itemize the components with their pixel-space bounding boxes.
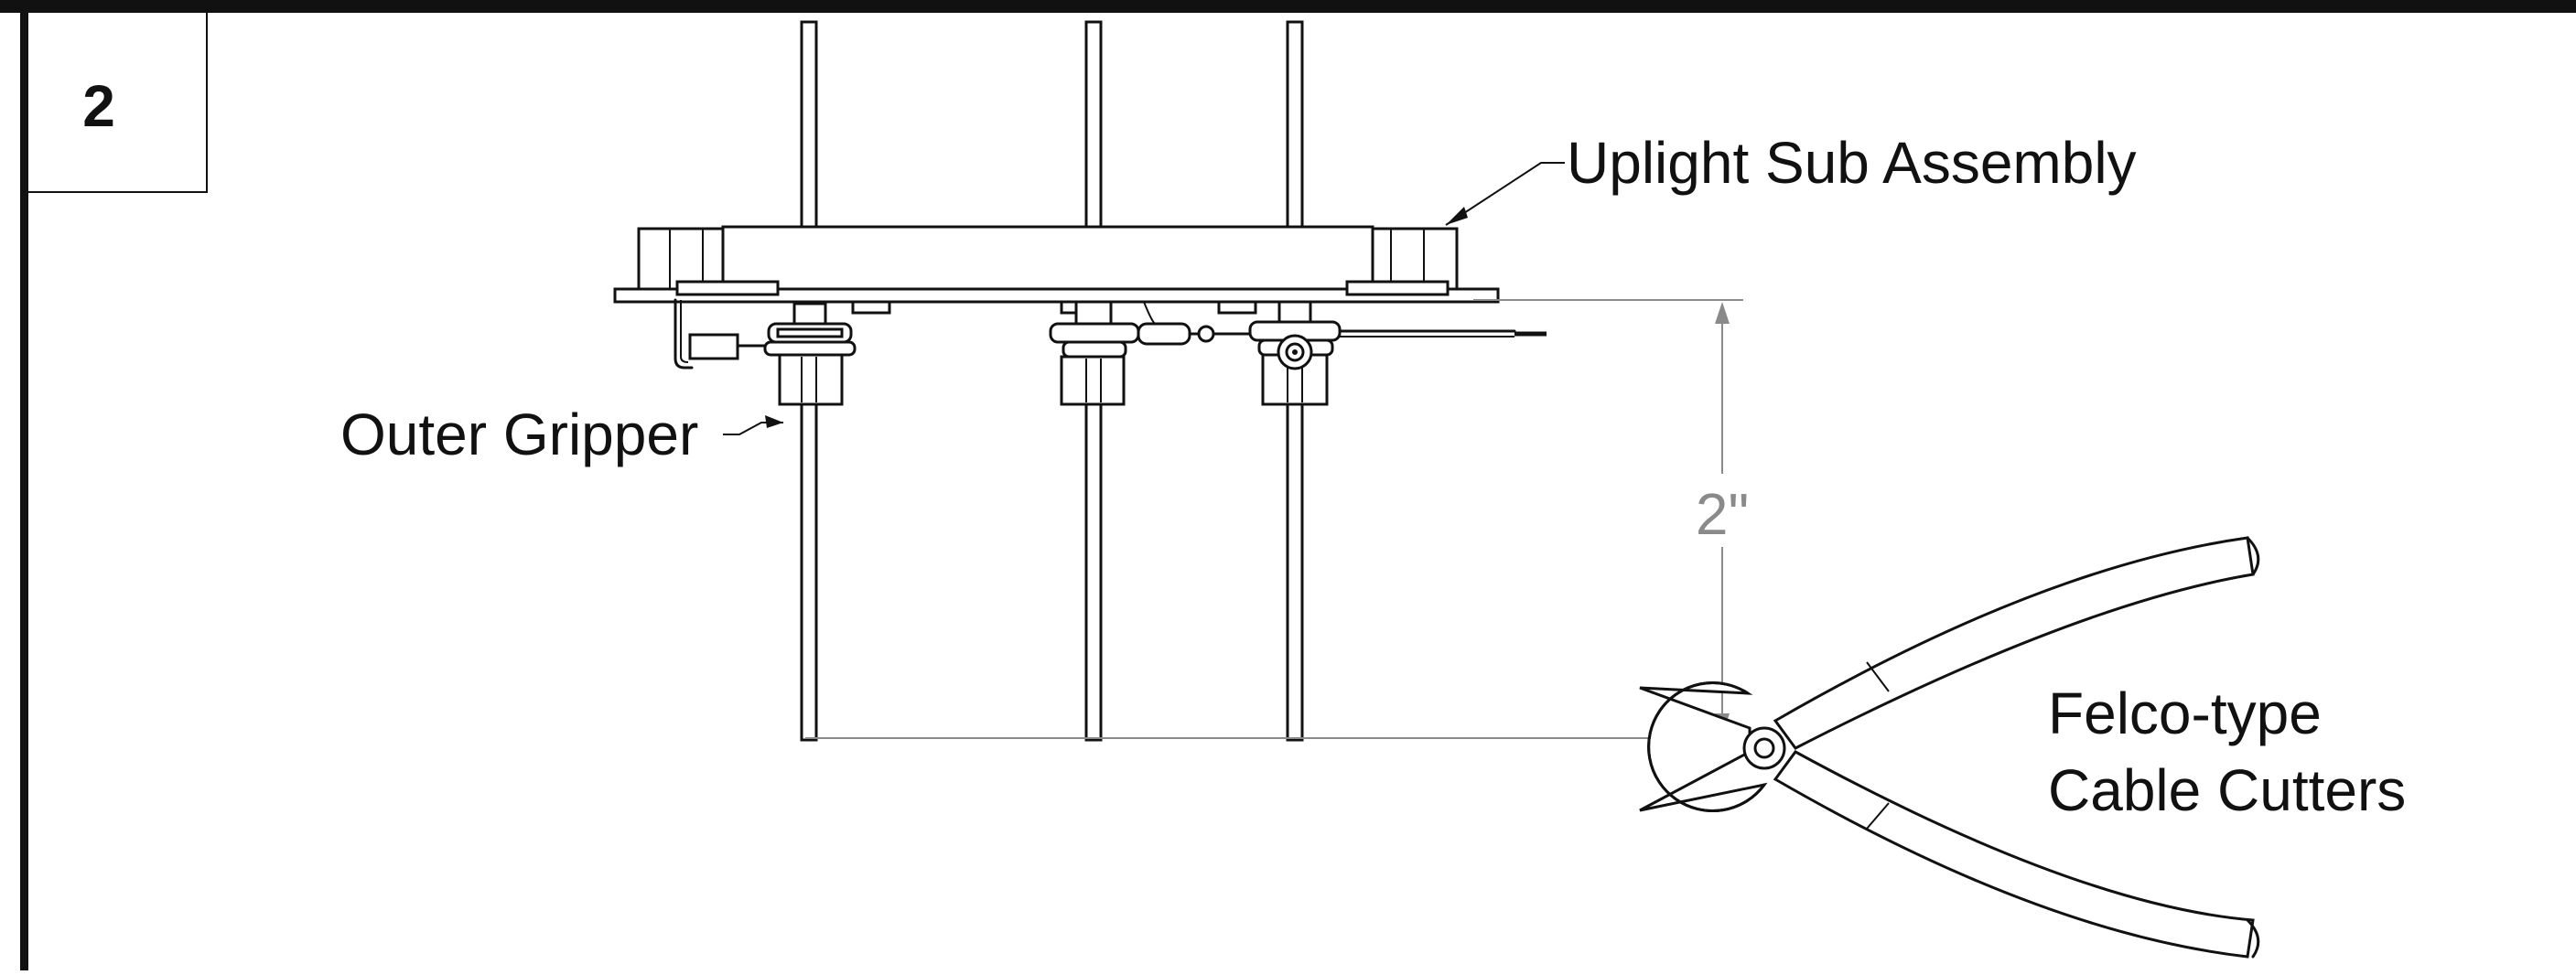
step-number: 2 — [82, 73, 115, 139]
connector — [688, 333, 739, 360]
cable-loop — [674, 298, 694, 370]
base-flange — [613, 287, 1500, 304]
uplight-leader — [1445, 162, 1565, 226]
rods — [800, 20, 1304, 742]
right-housing — [1371, 227, 1459, 291]
step-box — [28, 13, 208, 193]
gripper-body — [778, 353, 844, 406]
arrow-up-icon — [1715, 302, 1730, 324]
cutters-label-line1: Felco-type — [2048, 680, 2322, 746]
left-border — [20, 13, 28, 970]
top-border — [0, 0, 2576, 13]
gripper-label: Outer Gripper — [340, 402, 698, 467]
nut-bottom — [763, 340, 857, 357]
lower-handle — [1773, 750, 2255, 959]
pivot-bolt-icon — [1753, 737, 1775, 759]
leader-arrow-icon — [1446, 207, 1468, 225]
inline-connector — [1137, 322, 1191, 346]
cutters-label-line2: Cable Cutters — [2048, 757, 2406, 823]
dimension-label: 2" — [1696, 481, 1749, 547]
uplight-label: Uplight Sub Assembly — [1567, 130, 2137, 196]
left-housing — [637, 227, 725, 291]
center-gripper — [1049, 300, 1274, 406]
uplight-sub-assembly — [613, 225, 1500, 315]
cable-cutters — [1639, 536, 2260, 959]
callouts: Uplight Sub Assembly Outer Gripper Felco… — [340, 130, 2406, 823]
dimension-2in: 2" — [805, 299, 1761, 739]
right-gripper — [1248, 300, 1547, 406]
outer-gripper — [674, 298, 857, 406]
